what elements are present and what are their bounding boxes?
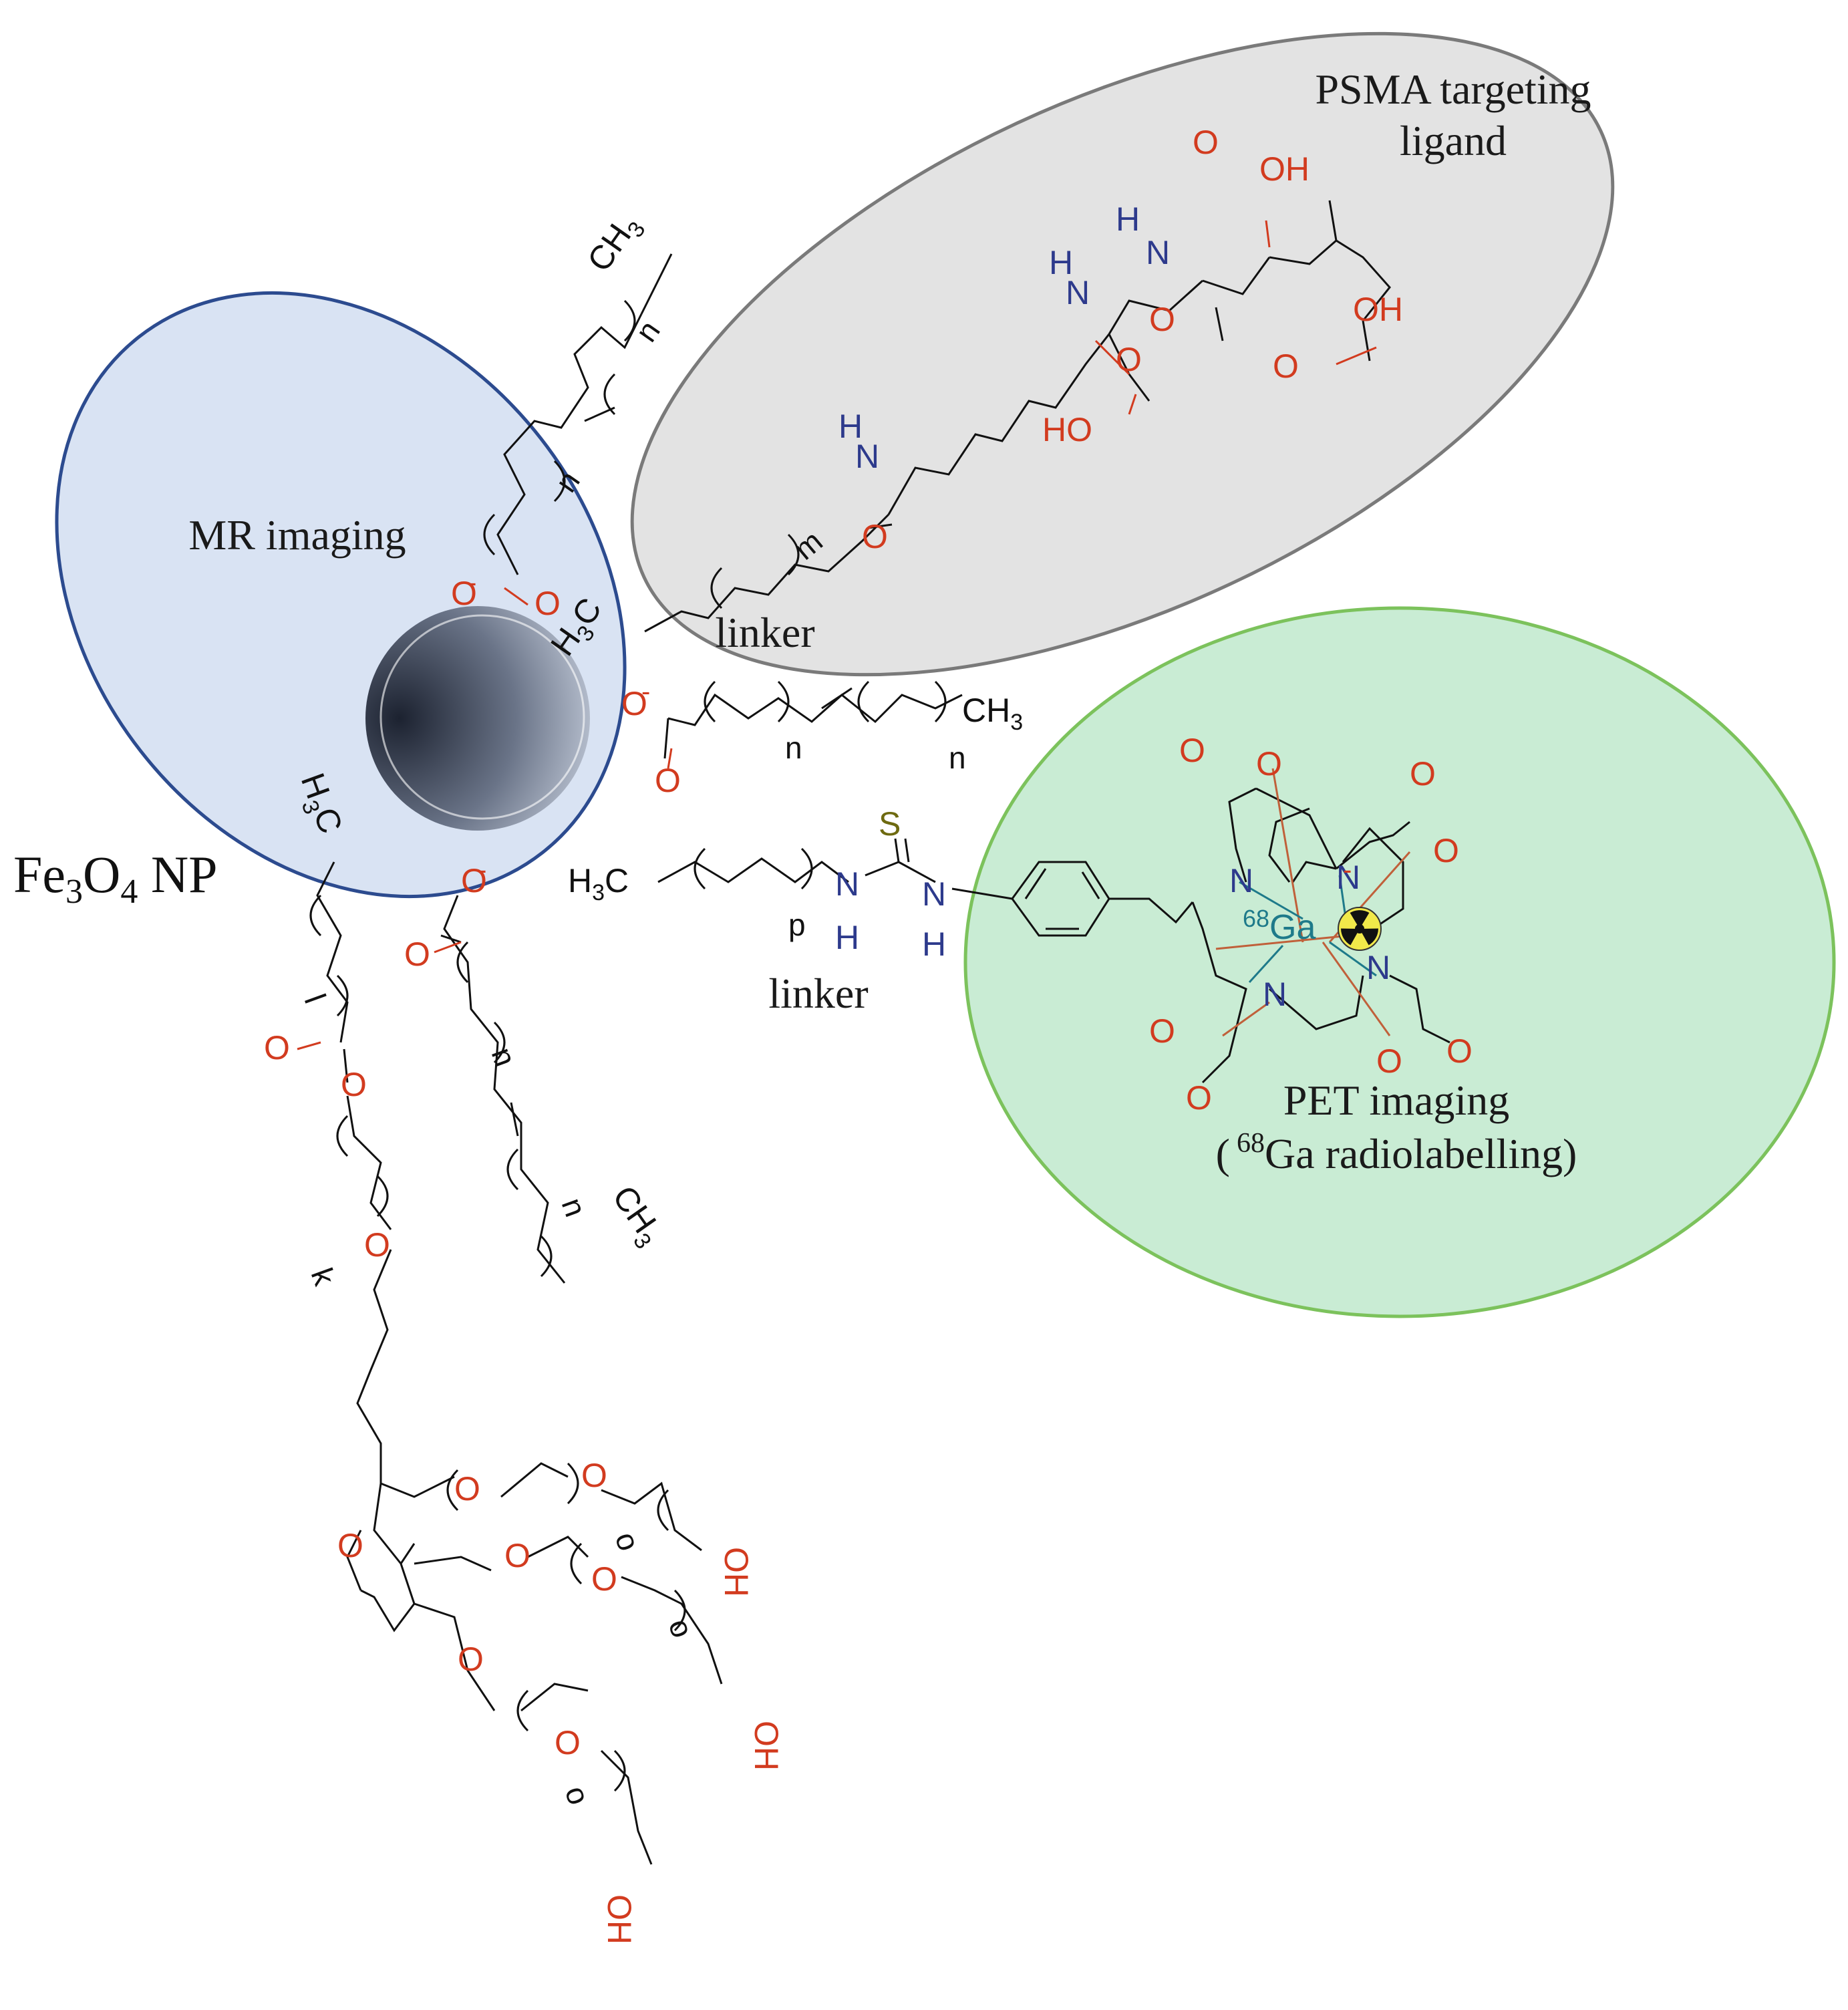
index-p: p <box>788 907 806 942</box>
atom-o: O <box>555 1724 581 1761</box>
atom-n: N <box>835 865 859 903</box>
atom-o: O <box>1256 745 1282 782</box>
atom-n: N <box>855 438 879 475</box>
atom-n: N <box>922 875 946 913</box>
atom-oh: OH <box>718 1547 755 1597</box>
atom-n: N <box>1066 274 1090 311</box>
atom-o: O <box>655 762 681 799</box>
atom-o: O <box>1410 755 1436 793</box>
atom-o: O <box>458 1640 484 1678</box>
index-o: o <box>559 1781 597 1810</box>
index-n: n <box>485 1043 524 1071</box>
atom-o: O <box>534 585 561 622</box>
linker-label-bottom: linker <box>768 970 868 1017</box>
charge-minus: - <box>478 855 486 885</box>
atom-o: O <box>621 685 647 722</box>
charge-marks: - - - - <box>468 568 1352 885</box>
atom-o: O <box>1116 341 1142 378</box>
atom-o: O <box>454 1470 480 1508</box>
atom-n: N <box>1263 976 1287 1013</box>
atom-oh: OH <box>748 1721 785 1771</box>
psma-region <box>630 31 1615 677</box>
bond-skeleton <box>309 200 1450 1865</box>
atom-oh: OH <box>1353 291 1403 328</box>
psma-label-line2: ligand <box>1400 117 1507 164</box>
atom-h: H <box>1049 244 1073 281</box>
charge-minus: - <box>641 677 650 706</box>
atom-o: O <box>1186 1079 1212 1117</box>
index-l: l <box>298 990 333 1008</box>
atom-o: O <box>581 1457 607 1494</box>
atom-n: N <box>1366 949 1390 986</box>
atom-o: O <box>1149 1012 1175 1050</box>
atom-h: H <box>838 408 863 445</box>
atom-h3c: H3C <box>568 862 629 905</box>
atom-s: S <box>879 805 901 843</box>
index-n: n <box>949 740 966 775</box>
atom-o: O <box>1179 732 1205 769</box>
psma-label-line1: PSMA targeting <box>1315 65 1591 113</box>
atom-ch3: CH3 <box>580 207 651 282</box>
index-k: k <box>305 1264 343 1290</box>
index-n: n <box>555 1193 594 1222</box>
index-o: o <box>609 1528 647 1556</box>
gallium-label: 68Ga <box>1243 905 1316 947</box>
atom-h: H <box>1116 200 1140 238</box>
radiation-icon <box>1338 907 1382 951</box>
atom-o: O <box>264 1029 290 1066</box>
charge-minus: - <box>1343 855 1352 885</box>
iron-oxide-core-rim <box>379 614 585 820</box>
pet-label-line2: (68Ga radiolabelling) <box>1216 1128 1577 1177</box>
atom-n: N <box>1229 862 1253 899</box>
carbonyl-bonds <box>297 220 1377 1050</box>
linker-label-top: linker <box>715 609 814 656</box>
atom-o: O <box>1273 347 1299 385</box>
atom-o: O <box>364 1226 390 1264</box>
pet-region <box>963 606 1836 1318</box>
atom-o: O <box>461 862 487 899</box>
atom-o: O <box>862 518 888 555</box>
nanoparticle-label: Fe3O4 NP <box>13 845 218 911</box>
atom-o: O <box>591 1560 617 1598</box>
atom-oh: OH <box>1259 150 1310 188</box>
atom-o: O <box>1446 1032 1473 1070</box>
atom-o: O <box>1376 1042 1402 1080</box>
atom-ch3: CH3 <box>601 1179 671 1254</box>
oxygen-atoms: O OH O O HO OH O O O O O O O O O O O O O… <box>264 124 1473 1945</box>
atom-ch3: CH3 <box>962 692 1023 735</box>
atom-o: O <box>1433 832 1459 869</box>
index-o: o <box>662 1614 701 1642</box>
atom-o: O <box>404 936 430 973</box>
atom-o: O <box>337 1527 363 1564</box>
atom-ho: HO <box>1042 411 1092 448</box>
atom-o: O <box>504 1537 530 1574</box>
atom-h: H <box>922 925 946 963</box>
index-n: n <box>785 730 802 765</box>
atom-oh: OH <box>601 1894 638 1945</box>
atom-o: O <box>341 1066 367 1103</box>
nitrogen-atoms: H N H N H N N H N H N N N N <box>835 200 1390 1013</box>
atom-h: H <box>835 919 859 956</box>
atom-o: O <box>1149 301 1175 338</box>
charge-minus: - <box>468 568 476 597</box>
atom-n: N <box>1336 859 1360 896</box>
index-n: n <box>629 314 667 348</box>
iron-oxide-core <box>365 606 590 831</box>
atom-o: O <box>1193 124 1219 161</box>
mr-label: MR imaging <box>188 511 406 559</box>
atom-o: O <box>451 575 477 612</box>
atom-n: N <box>1146 234 1170 271</box>
chelate-bonds <box>1215 768 1411 1037</box>
pet-label-line1: PET imaging <box>1283 1076 1509 1124</box>
